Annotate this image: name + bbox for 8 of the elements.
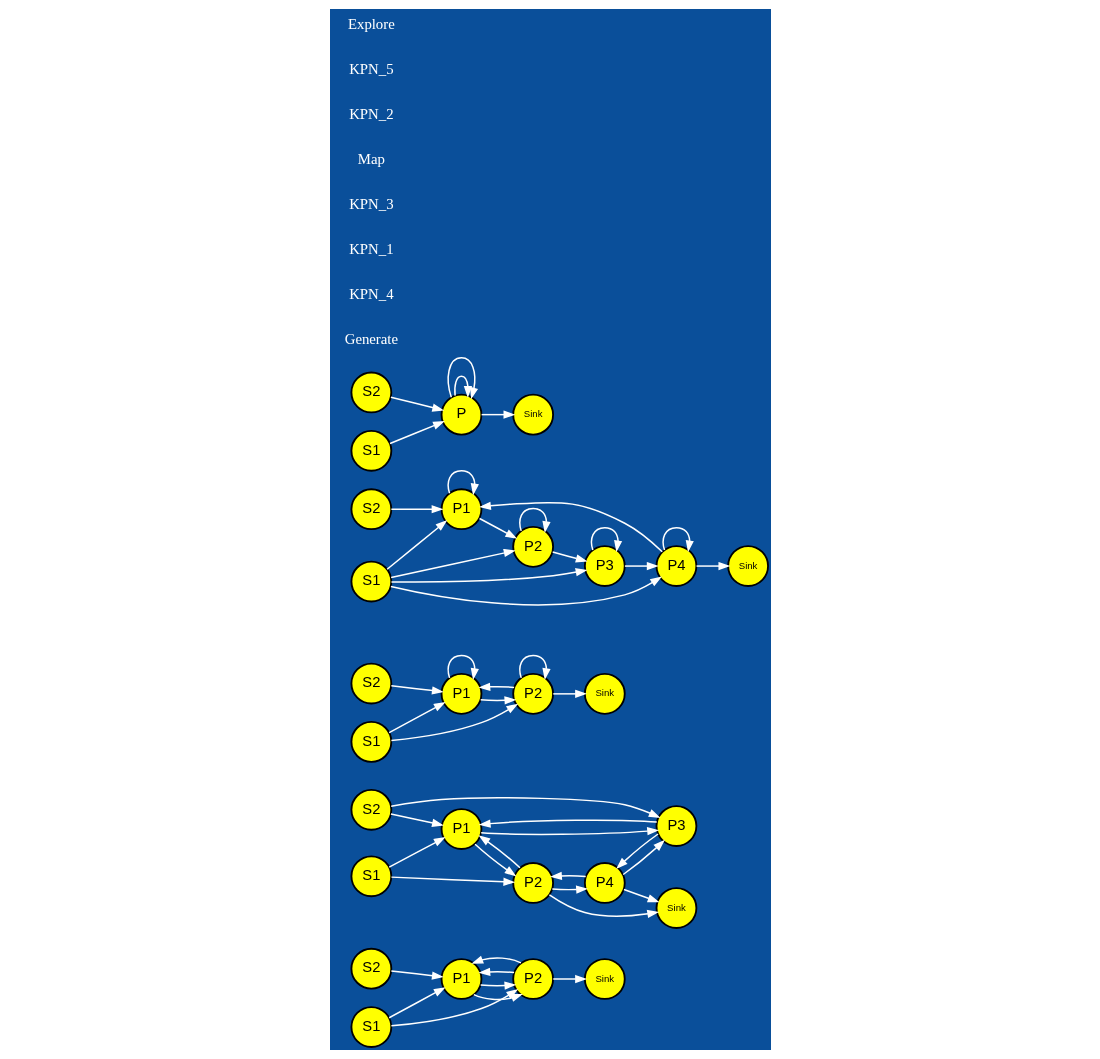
label: KPN_4 xyxy=(348,286,394,303)
label: Map xyxy=(357,151,385,168)
label: KPN_3 xyxy=(348,196,394,213)
label: KPN_1 xyxy=(348,241,394,258)
label: Explore xyxy=(347,16,395,33)
label: Generate xyxy=(344,331,398,348)
label: KPN_5 xyxy=(348,61,394,78)
label: KPN_2 xyxy=(348,106,394,123)
